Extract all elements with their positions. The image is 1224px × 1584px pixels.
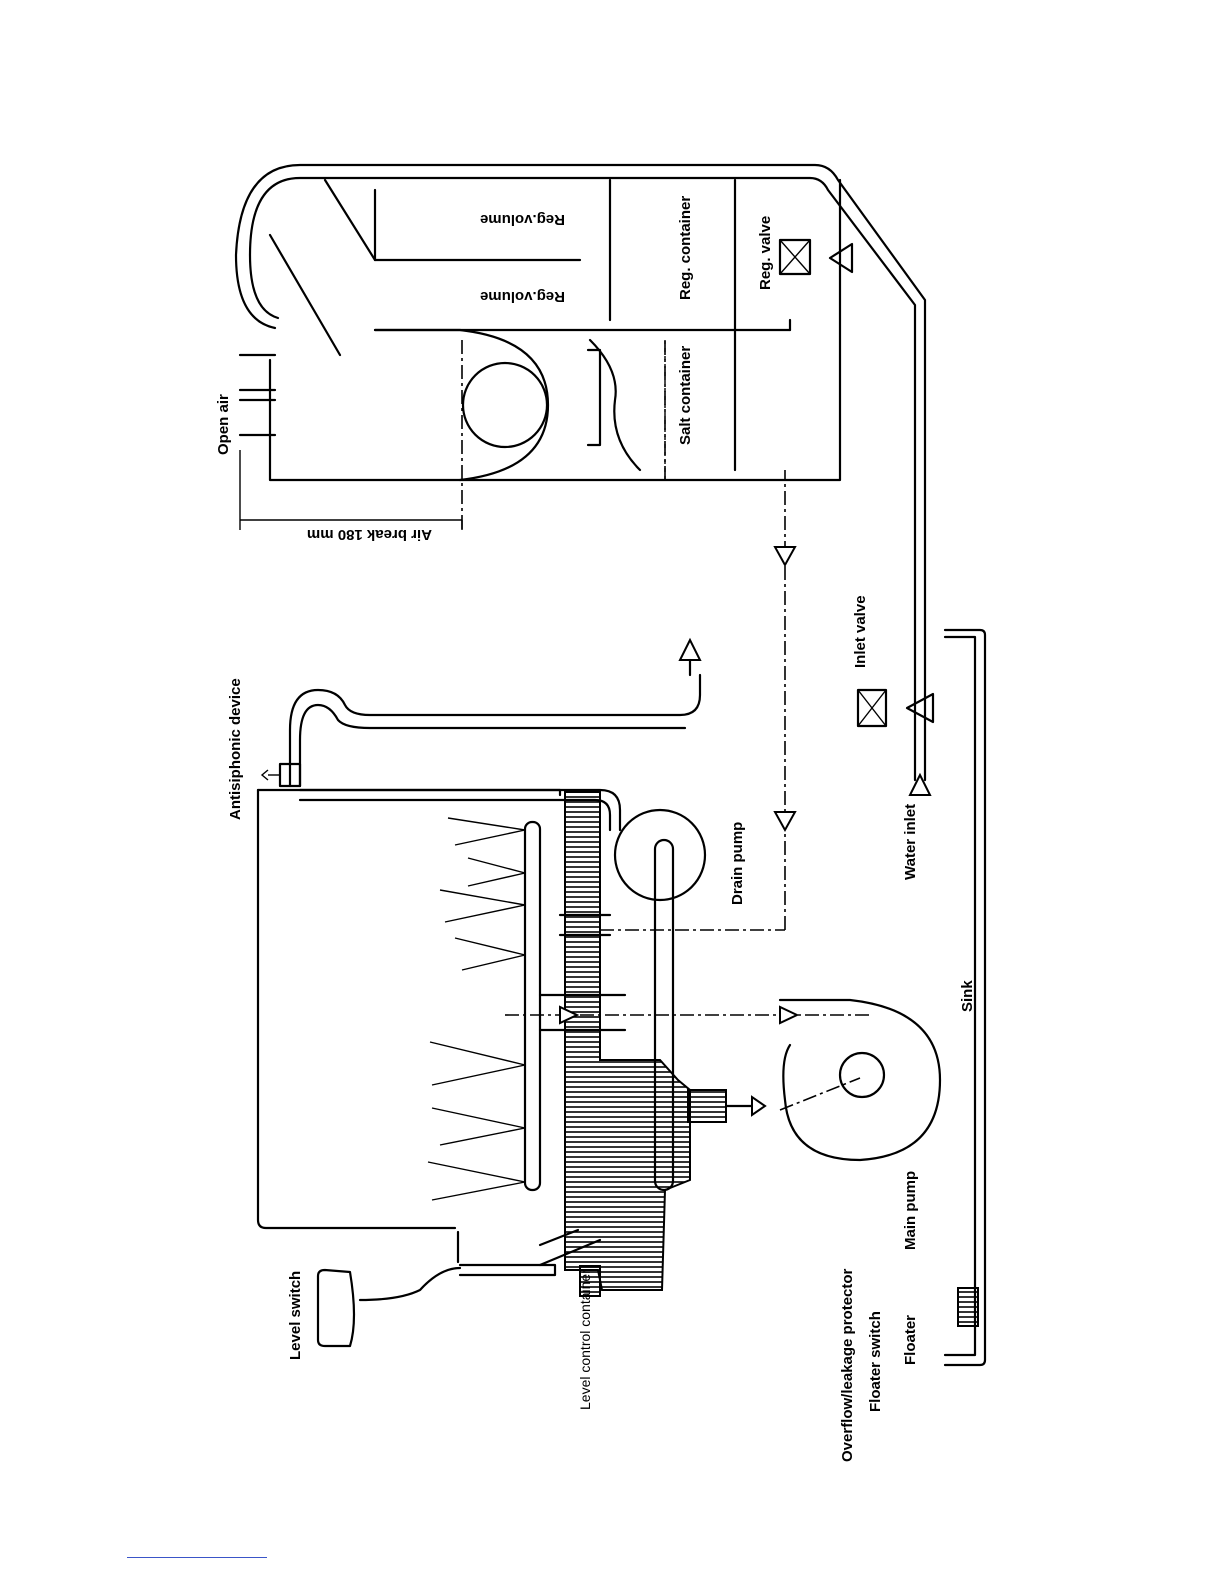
open-air-label: Open air <box>215 394 232 455</box>
floater <box>958 1288 978 1326</box>
water-inlet-label: Water inlet <box>902 804 919 880</box>
level-control <box>318 1265 600 1346</box>
sink-label: Sink <box>959 980 976 1012</box>
drain-hose-assembly <box>262 640 705 900</box>
level-control-container-label: Level control container <box>577 1269 593 1410</box>
footer-rule <box>127 1557 267 1558</box>
main-pump-label: Main pump <box>902 1171 919 1250</box>
air-break-label: Air break 180 mm <box>307 526 432 543</box>
antisiphonic-device-label: Antisiphonic device <box>227 678 244 820</box>
reg-valve-label: Reg. valve <box>757 216 774 290</box>
salt-level <box>590 340 640 470</box>
wash-tank <box>258 790 690 1290</box>
level-switch-label: Level switch <box>287 1271 304 1360</box>
floater-label: Floater <box>902 1315 919 1365</box>
reg-container-label: Reg. container <box>677 196 694 300</box>
reg-volume-label-2: Reg.volume <box>480 288 565 305</box>
reg-volume-label-1: Reg.volume <box>480 211 565 228</box>
main-pump-housing <box>780 1000 940 1160</box>
salt-funnel <box>463 363 547 447</box>
salt-container-label: Salt container <box>677 346 694 445</box>
flow-lines <box>505 470 870 1023</box>
drain-pump-body <box>615 810 705 900</box>
drain-pump-label: Drain pump <box>729 822 746 905</box>
upper-spray-arm <box>525 822 540 1190</box>
overflow-protector-label: Overflow/leakage protector <box>839 1268 856 1462</box>
level-switch-body <box>318 1270 354 1346</box>
water-inlet-arrow <box>910 775 930 795</box>
inlet-valve-label: Inlet valve <box>852 595 869 668</box>
spray-jets <box>428 818 525 1200</box>
floater-switch-label: Floater switch <box>867 1311 884 1412</box>
main-pump <box>688 1000 940 1160</box>
sump <box>565 792 690 1290</box>
drain-outlet-arrow <box>680 640 700 660</box>
